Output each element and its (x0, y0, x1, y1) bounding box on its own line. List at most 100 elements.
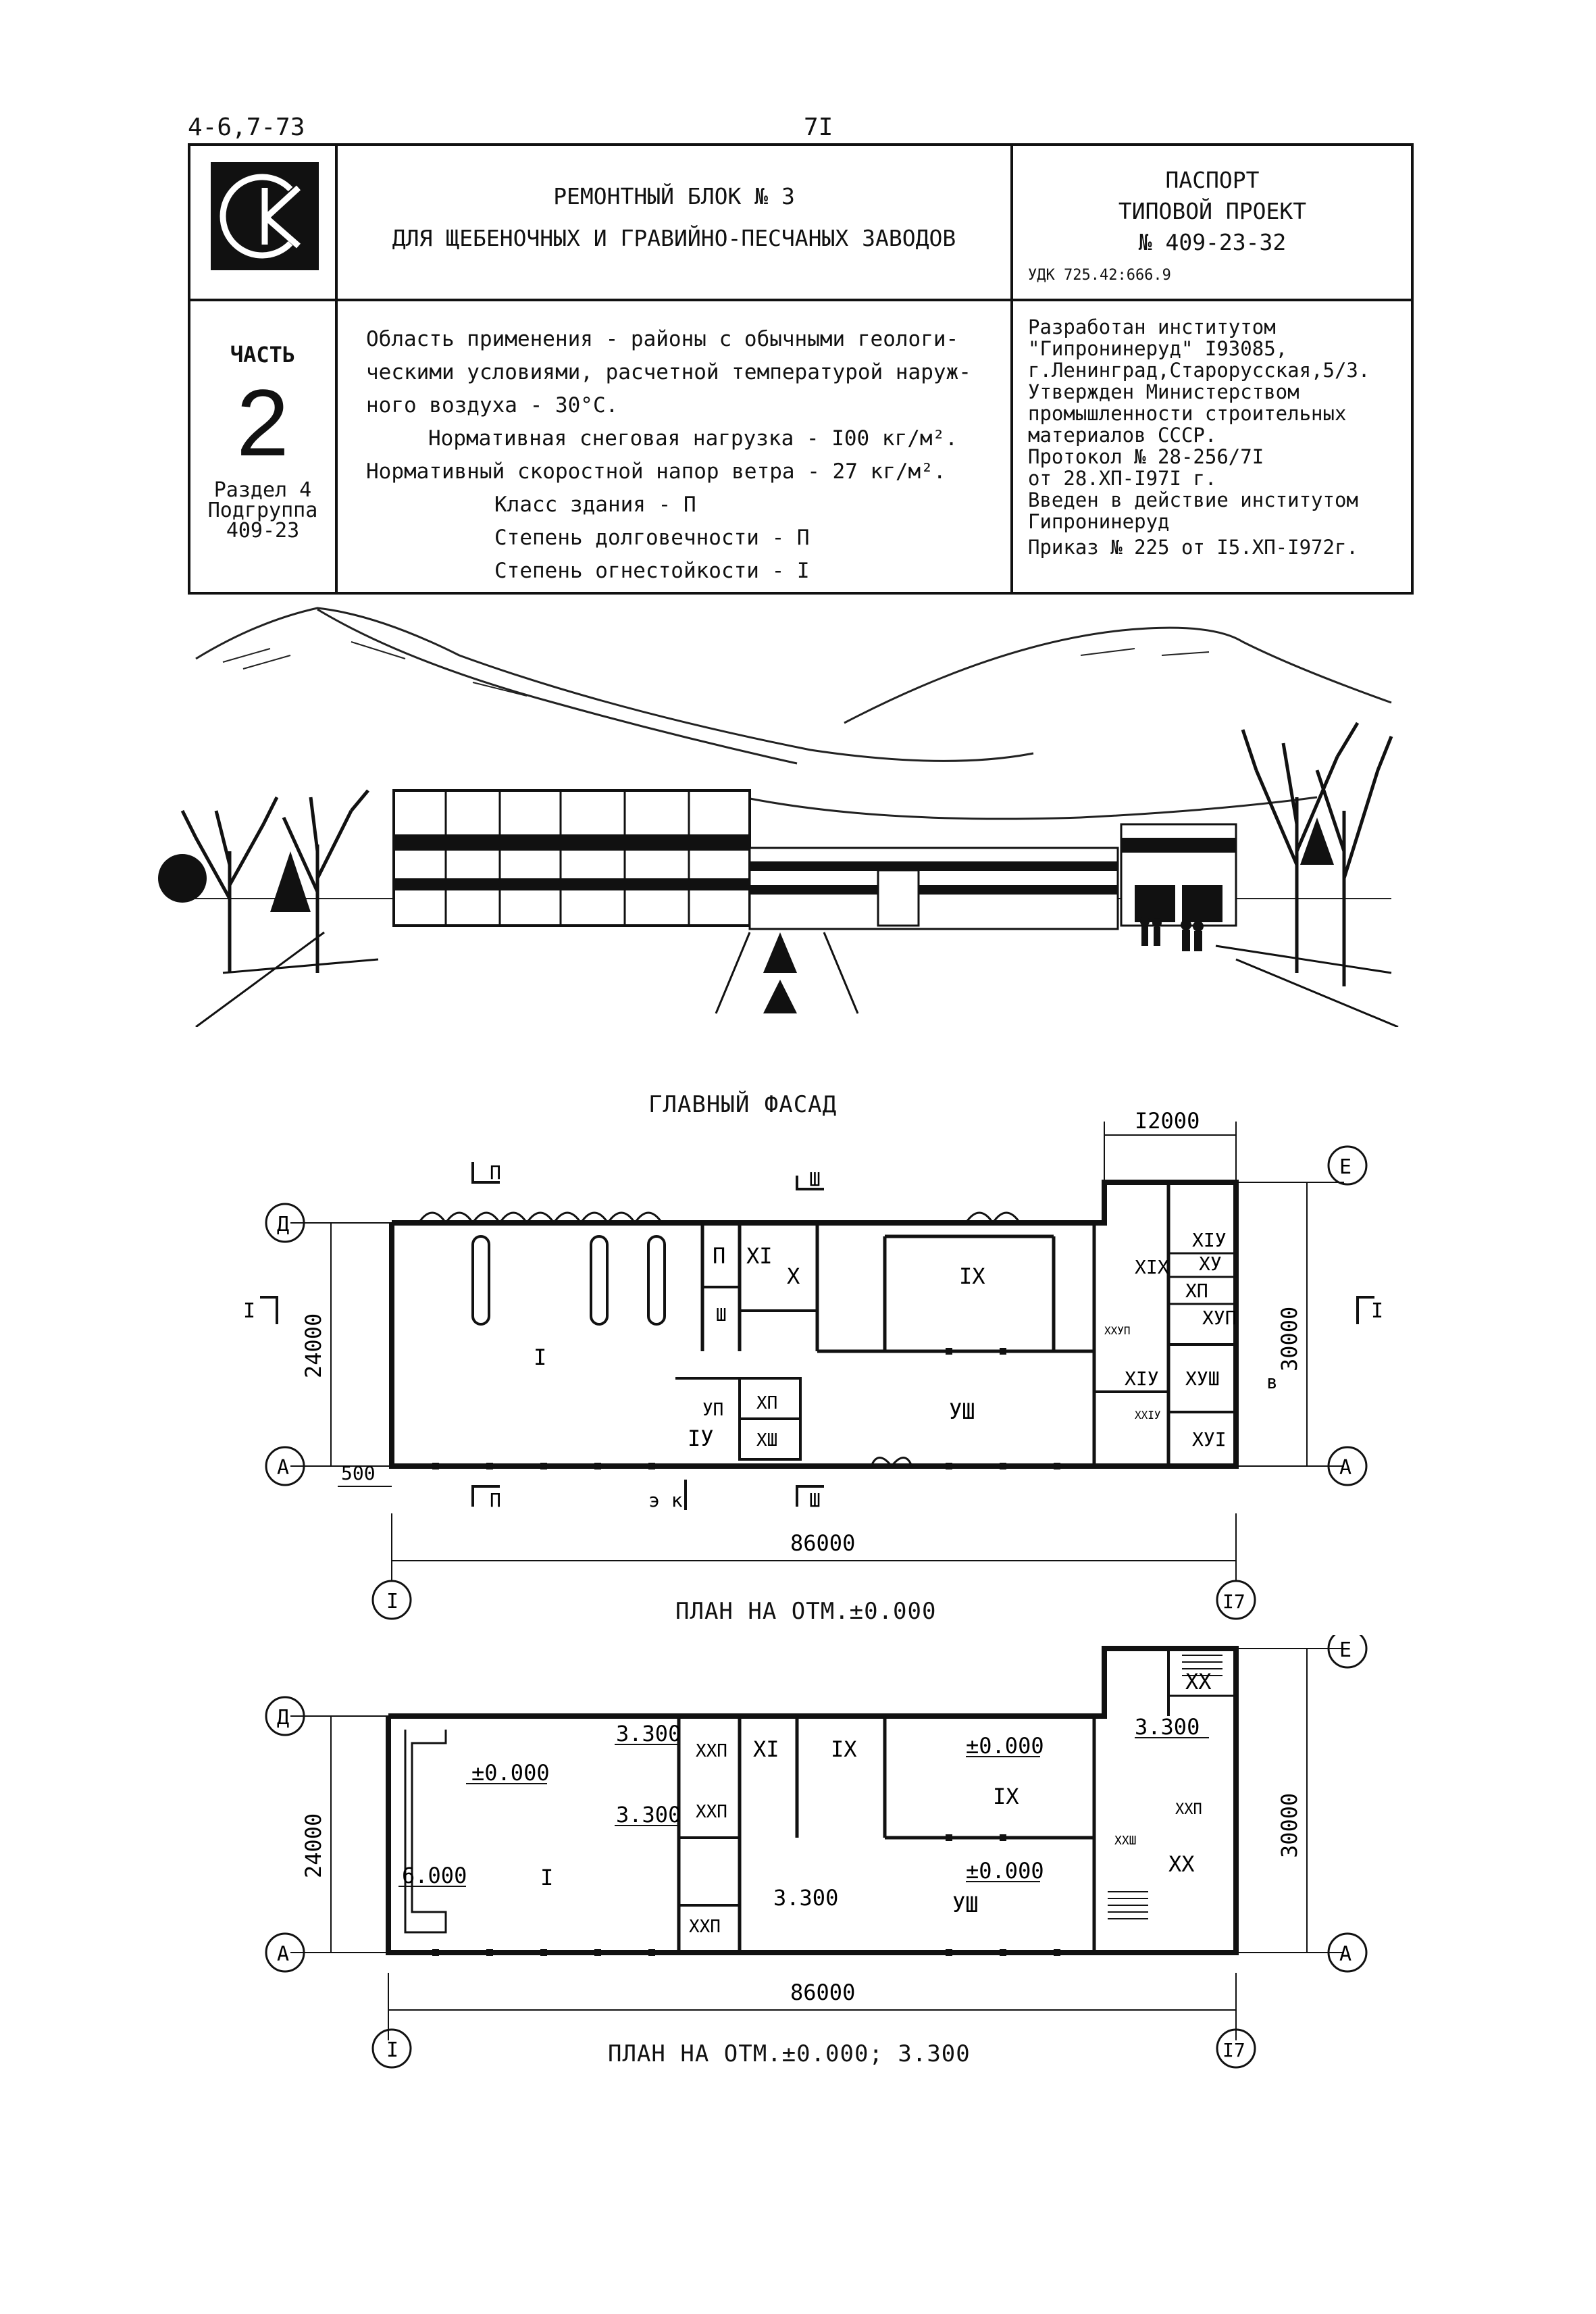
plan1-room-XXVII: ХХУП (1104, 1324, 1131, 1337)
floor-plan-ground: I П Ш IУ УП УШ IХ Х ХI ХП ХШ ХIУ ХIУ ХУ … (243, 1108, 1383, 1620)
project-title: РЕМОНТНЫЙ БЛОК № 3 ДЛЯ ЩЕБЕНОЧНЫХ И ГРАВ… (392, 183, 956, 251)
plan2-room-I: I (540, 1865, 553, 1890)
plan2-dim-depth: 24000 (301, 1813, 326, 1878)
plan1-row-D: Д (277, 1213, 289, 1236)
plan2-room-XXIII: ХХШ (1114, 1834, 1137, 1848)
plan2-dim-depth-right: 30000 (1277, 1793, 1302, 1858)
plan2-level-6: 3.300 (1135, 1714, 1200, 1740)
people-figures-icon (1140, 917, 1204, 951)
plan1-room-XII-right: ХП (1185, 1280, 1208, 1302)
plan2-level-7: ±0.000 (966, 1858, 1044, 1884)
section-mark-III-bottom: Ш (809, 1489, 821, 1511)
plan1-room-III: Ш (716, 1305, 727, 1326)
section-mark-I-right: I (1371, 1299, 1383, 1323)
plan1-room-II: П (713, 1243, 725, 1269)
udk-code: УДК 725.42:666.9 (1028, 267, 1171, 284)
facade-caption: ГЛАВНЫЙ ФАСАД (648, 1091, 838, 1118)
sun-icon (158, 854, 207, 903)
plan1-axis-17: I7 (1222, 1590, 1245, 1613)
plan1-dim-depth: 24000 (301, 1313, 326, 1378)
plan2-caption: ПЛАН НА ОТМ.±0.000; 3.300 (608, 2040, 971, 2067)
plan1-room-IV: IУ (688, 1426, 714, 1451)
plan1-room-VII: УП (702, 1400, 723, 1420)
plan2-row-E: Е (1339, 1638, 1352, 1662)
fir-tree-right-icon (1300, 818, 1334, 865)
plan2-axis-1: I (386, 2038, 398, 2062)
section-mark-II-top: П (490, 1161, 501, 1184)
plan1-room-XXIV: ХХIУ (1135, 1409, 1161, 1422)
plan2-row-A-right: А (1339, 1942, 1352, 1966)
plan2-room-XX-b: ХХ (1168, 1851, 1195, 1877)
plan1-row-A: А (277, 1456, 289, 1480)
building-main-block (392, 789, 751, 927)
plan1-room-XI: ХI (746, 1243, 773, 1269)
plan1-room-IX: IХ (959, 1263, 985, 1289)
plan2-row-A: А (277, 1942, 289, 1966)
application-conditions: Область применения - районы с обычными г… (366, 327, 971, 583)
plan1-room-XV: ХУ (1199, 1253, 1222, 1275)
plan1-dim-length: 86000 (790, 1530, 855, 1556)
plan2-level-8: 3.300 (773, 1885, 838, 1911)
section-mark-I-left: I (243, 1299, 255, 1323)
passport-block: ПАСПОРТ ТИПОВОЙ ПРОЕКТ № 409-23-32 (1118, 167, 1307, 255)
plan2-level-3: 3.300 (616, 1802, 681, 1828)
fir-tree-left-icon (270, 851, 311, 912)
plan1-room-VIII: УШ (949, 1399, 975, 1424)
section-mark-III-top: Ш (809, 1168, 821, 1190)
plan2-room-XI: ХI (753, 1736, 779, 1762)
plan1-dim-wing: I2000 (1135, 1108, 1200, 1134)
plan1-room-XIV: ХIУ (1125, 1367, 1159, 1390)
entrance-door-icon (877, 869, 920, 927)
plan1-row-E: Е (1339, 1155, 1352, 1179)
floor-plan-levels: ±0.000 3.300 3.300 6.000 ±0.000 3.300 ±0… (265, 1635, 1368, 2069)
plan1-room-XVII: ХУП (1202, 1307, 1237, 1329)
marks-ek: э к (648, 1489, 683, 1511)
plan2-level-2: 3.300 (616, 1721, 681, 1746)
part-label: ЧАСТЬ (230, 342, 296, 368)
mountain-left-icon (195, 607, 1034, 762)
tree-left-icon (180, 789, 369, 973)
plan2-room-XXII-a: ХХП (696, 1741, 727, 1761)
plan1-room-XVIII: ХУШ (1185, 1367, 1220, 1390)
plan1-axis-1: I (386, 1590, 398, 1613)
plan1-room-X: Х (787, 1263, 800, 1289)
plan1-room-XIII: ХШ (756, 1430, 777, 1451)
tree-right-icon (1241, 722, 1393, 986)
fir-tree-center-2-icon (763, 980, 797, 1013)
plan1-dim-depth-right: 30000 (1277, 1307, 1302, 1372)
building-right-wing (1120, 823, 1237, 927)
entry-mark: в (1266, 1371, 1278, 1393)
fir-tree-center-icon (763, 932, 797, 973)
plan2-room-XXII-d: ХХП (1175, 1801, 1202, 1818)
document-code: 4-6,7-73 (188, 114, 305, 141)
building-low-block (748, 847, 1119, 930)
plan1-room-XVI: ХУI (1192, 1428, 1227, 1451)
part-number: 2 (236, 370, 289, 476)
title-block: РЕМОНТНЫЙ БЛОК № 3 ДЛЯ ЩЕБЕНОЧНЫХ И ГРАВ… (188, 143, 1414, 595)
plan1-row-A-right: А (1339, 1456, 1352, 1480)
plan1-dim-offset: 500 (341, 1462, 376, 1484)
mountain-right-icon (844, 626, 1392, 724)
plan2-room-XX-a: ХХ (1185, 1669, 1212, 1694)
plan2-room-VIII: УШ (952, 1892, 979, 1917)
plan1-room-XII: ХП (756, 1393, 777, 1413)
plan1-room-I: I (534, 1344, 546, 1370)
plan2-room-IX-b: IХ (993, 1784, 1019, 1809)
plan2-level-4: 6.000 (402, 1863, 467, 1888)
plan2-level-5: ±0.000 (966, 1733, 1044, 1759)
plan1-room-XIX: ХIХ (1135, 1256, 1169, 1278)
plan2-level-1: ±0.000 (471, 1760, 550, 1786)
plan2-axis-17: I7 (1222, 2039, 1245, 2061)
plan2-row-D: Д (277, 1706, 289, 1730)
plan2-room-XXII-c: ХХП (689, 1917, 721, 1937)
ck-logo-icon (211, 162, 319, 270)
plan2-dim-length: 86000 (790, 1980, 855, 2005)
plan1-caption: ПЛАН НА ОТМ.±0.000 (675, 1598, 937, 1625)
page-number: 7I (804, 114, 833, 141)
plan2-room-IX-a: IХ (831, 1736, 857, 1762)
section-info: Раздел 4 Подгруппа 409-23 (207, 478, 318, 543)
plan2-room-XXII-b: ХХП (696, 1802, 727, 1822)
developer-info: Разработан институтом "Гипронинеруд" I93… (1028, 316, 1370, 559)
section-mark-II-bottom: П (490, 1489, 501, 1511)
plan1-room-XIV-upper: ХIУ (1192, 1229, 1227, 1251)
